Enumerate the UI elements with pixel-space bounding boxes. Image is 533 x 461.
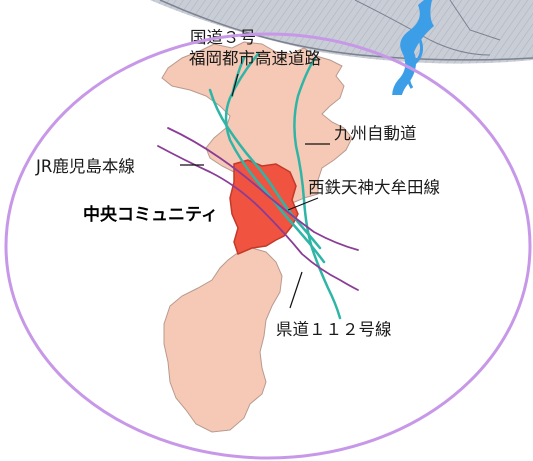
- route3-line: [208, 88, 322, 250]
- leader-route3: [231, 73, 239, 97]
- label-fukuoka-expressway: 福岡都市高速道路: [189, 49, 322, 68]
- jr-kagoshima-line: [167, 127, 359, 251]
- district-north-lobe: [161, 41, 353, 215]
- nishitetsu-line: [157, 145, 359, 291]
- river-branch: [407, 39, 423, 89]
- outer-boundary-line-3: [449, 0, 501, 41]
- fukuoka-expressway-line: [224, 52, 326, 264]
- label-community: 中央コミュニティ: [83, 204, 218, 225]
- label-jr-line: JR鹿児島本線: [35, 157, 135, 176]
- label-prefectural-road: 県道１１２号線: [276, 320, 392, 339]
- river: [392, 0, 434, 95]
- focus-circle: [4, 32, 532, 460]
- label-kyushu-expressway: 九州自動道: [334, 124, 417, 143]
- label-nishitetsu-line: 西鉄天神大牟田線: [308, 178, 440, 197]
- railway-lines: [157, 127, 359, 291]
- leader-lines: [180, 73, 330, 309]
- expressway-lines: [208, 52, 342, 320]
- district-area: [161, 41, 353, 433]
- outer-boundary-line-2: [354, 0, 491, 56]
- outer-boundary-line: [159, 0, 533, 61]
- leader-prefectural: [289, 271, 303, 309]
- outer-map-area: [150, 0, 533, 95]
- outer-area-hatch: [150, 0, 533, 64]
- kyushu-expressway-line: [293, 56, 342, 320]
- leader-nishitetsu: [287, 197, 319, 211]
- district-south-lobe: [163, 247, 283, 433]
